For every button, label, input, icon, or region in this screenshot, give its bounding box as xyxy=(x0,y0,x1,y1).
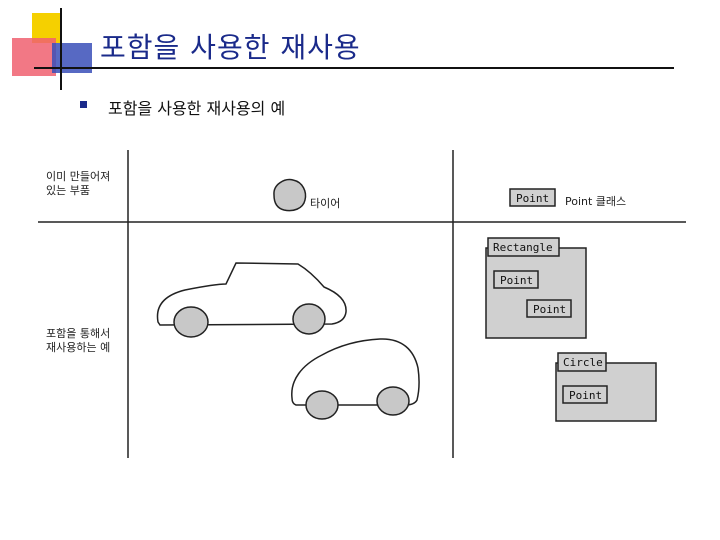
point-class-box-label: Point xyxy=(516,192,549,205)
rectangle-label-box xyxy=(487,237,560,257)
rectangle-point-box-1 xyxy=(493,270,539,289)
circle-point-box xyxy=(562,385,608,404)
point-class-box xyxy=(509,188,556,207)
car1-wheel-rear xyxy=(292,303,326,335)
circle-label: Circle xyxy=(563,356,603,369)
bullet-marker xyxy=(80,101,87,108)
circle-point-label: Point xyxy=(569,389,602,402)
rectangle-label: Rectangle xyxy=(493,241,553,254)
bullet-text: 포함을 사용한 재사용의 예 xyxy=(108,99,286,118)
row-label-reuse-line1: 포함을 통해서 xyxy=(46,327,111,340)
rectangle-point-label-2: Point xyxy=(533,303,566,316)
car2-wheel-rear xyxy=(376,386,410,416)
tire-shape xyxy=(273,178,307,212)
row-label-existing-line2: 있는 부품 xyxy=(46,184,90,197)
point-class-label: Point 클래스 xyxy=(565,195,626,208)
title-deco-hline xyxy=(34,67,674,69)
title-deco-red xyxy=(12,38,56,76)
rectangle-point-box-2 xyxy=(526,299,572,318)
slide-title: 포함을 사용한 재사용 xyxy=(100,31,361,64)
circle-label-box xyxy=(557,352,607,372)
row-label-reuse: 포함을 통해서 재사용하는 예 xyxy=(46,327,110,355)
rectangle-container xyxy=(485,247,587,339)
row-label-existing: 이미 만들어져 있는 부품 xyxy=(46,170,110,198)
car1-wheel-front xyxy=(173,306,209,338)
rectangle-point-label-1: Point xyxy=(500,274,533,287)
row-label-reuse-line2: 재사용하는 예 xyxy=(46,341,111,354)
row-label-existing-line1: 이미 만들어져 xyxy=(46,170,111,183)
car2-wheel-front xyxy=(305,390,339,420)
tire-label: 타이어 xyxy=(310,197,340,210)
title-deco-vline xyxy=(60,8,62,90)
